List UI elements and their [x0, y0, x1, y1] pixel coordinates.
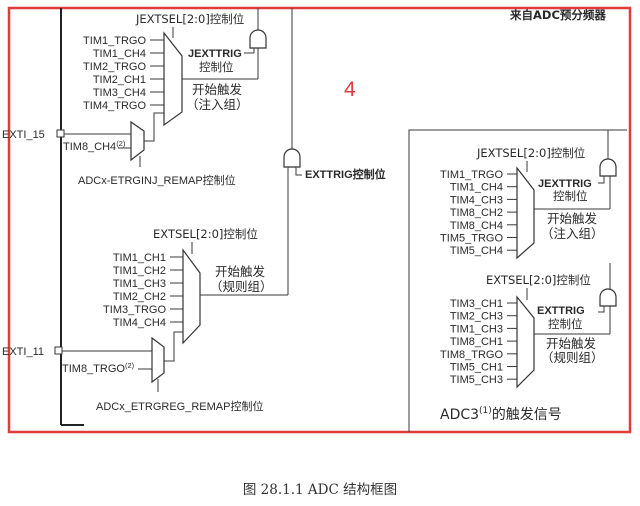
- regular-mux: [182, 248, 201, 345]
- mux-input-label: TIM3_CH1: [450, 298, 503, 310]
- mux-input-label: TIM4_TRGO: [83, 100, 146, 112]
- exti15-label: EXTI_15: [2, 129, 45, 141]
- mux-input-label: TIM8_CH1: [450, 336, 503, 348]
- regular-inputs: TIM1_CH1TIM1_CH2TIM1_CH3TIM2_CH2TIM3_TRG…: [103, 252, 183, 329]
- injected-group-label: （注入组）: [186, 97, 249, 112]
- jextsel-label: JEXTSEL[2:0]控制位: [135, 12, 244, 26]
- regular-start-label: 开始触发: [215, 264, 266, 279]
- prescaler-label: 来自ADC预分频器: [509, 8, 606, 22]
- mux-input-label: TIM2_CH2: [113, 291, 166, 303]
- exttrig-and-gate: [283, 148, 301, 168]
- mux-input-label: TIM4_CH4: [113, 317, 166, 329]
- adc3-exttrig-control-line: [598, 306, 605, 313]
- mux-input-label: TIM1_CH4: [93, 48, 146, 60]
- adc3-injected-group-label: （注入组）: [541, 226, 604, 241]
- mux-input-label: TIM3_TRGO: [103, 304, 166, 316]
- adc3-regular-group-label: （规则组）: [541, 350, 604, 365]
- mux-input-label: TIM2_CH3: [450, 311, 503, 323]
- adc3-jextsel-label: JEXTSEL[2:0]控制位: [476, 146, 585, 160]
- mux-input-label: TIM1_CH3: [450, 323, 503, 335]
- jexttrig-label-cn: 控制位: [199, 60, 234, 74]
- mux-input-label: TIM4_CH3: [450, 194, 503, 206]
- tim8-ch4-label: TIM8_CH4(2): [63, 139, 126, 153]
- adc3-title: ADC3(1)的触发信号: [440, 406, 562, 423]
- injected-start-label: 开始触发: [192, 82, 243, 97]
- mux-input-label: TIM5_CH1: [450, 362, 503, 374]
- adc3-exttrig-label-cn: 控制位: [548, 317, 583, 331]
- figure-caption: 图 28.1.1 ADC 结构框图: [242, 482, 398, 498]
- mux-input-label: TIM8_TRGO: [440, 349, 503, 361]
- injected-remap-output: [144, 112, 164, 142]
- mux-input-label: TIM1_CH3: [113, 278, 166, 290]
- adc3-jexttrig-control-line: [598, 176, 605, 184]
- regular-remap-output: [164, 331, 183, 362]
- exti15-pin: [56, 129, 65, 138]
- exti11-pin: [54, 346, 63, 355]
- mux-input-label: TIM8_CH2: [450, 207, 503, 219]
- adc3-regular-inputs: TIM3_CH1TIM2_CH3TIM1_CH3TIM8_CH1TIM8_TRG…: [440, 298, 517, 386]
- mux-input-label: TIM8_CH4: [450, 220, 503, 232]
- adc3-box: [408, 129, 627, 432]
- mux-input-label: TIM5_CH4: [450, 245, 503, 257]
- mux-input-label: TIM3_CH4: [93, 87, 146, 99]
- jexttrig-and-gate: [249, 29, 267, 49]
- adc3-injected-start-label: 开始触发: [547, 211, 598, 226]
- exti11-label: EXTI_11: [2, 346, 44, 358]
- extsel-label: EXTSEL[2:0]控制位: [153, 227, 258, 241]
- adc3-regular-start-label: 开始触发: [546, 336, 597, 351]
- adc3-injected-inputs: TIM1_TRGOTIM1_CH4TIM4_CH3TIM8_CH2TIM8_CH…: [440, 169, 517, 257]
- jexttrig-label: JEXTTRIG: [188, 48, 242, 60]
- adc3-jexttrig-and-gate: [599, 158, 617, 177]
- mux-input-label: TIM1_CH4: [450, 182, 503, 194]
- mux-input-label: TIM1_CH1: [113, 252, 166, 264]
- regular-remap-label: ADCx_ETRGREG_REMAP控制位: [96, 399, 263, 413]
- regular-remap-mux: [151, 336, 165, 384]
- injected-remap-mux: [130, 120, 145, 162]
- adc3-extsel-label: EXTSEL[2:0]控制位: [486, 273, 591, 287]
- mux-input-label: TIM2_TRGO: [83, 61, 146, 73]
- adc3-regular-mux: [516, 295, 535, 389]
- injected-mux: [163, 31, 183, 127]
- exttrig-label: EXTTRIG控制位: [305, 167, 386, 181]
- regular-group-label: （规则组）: [210, 279, 273, 294]
- adc3-exttrig-label: EXTTRIG: [537, 305, 585, 317]
- adc3-exttrig-and-gate: [599, 288, 617, 307]
- mux-input-label: TIM1_CH2: [113, 265, 166, 277]
- adc3-jexttrig-label-cn: 控制位: [553, 189, 588, 203]
- region-number: 4: [344, 78, 356, 101]
- adc3-injected-mux: [516, 166, 535, 260]
- mux-input-label: TIM5_TRGO: [440, 233, 503, 245]
- mux-input-label: TIM5_CH3: [450, 374, 503, 386]
- mux-input-label: TIM2_CH1: [93, 74, 146, 86]
- tim8-trgo-label: TIM8_TRGO(2): [62, 361, 135, 375]
- mux-input-label: TIM1_TRGO: [83, 35, 146, 47]
- highlight-frame: [7, 6, 632, 434]
- adc3-jexttrig-label: JEXTTRIG: [538, 178, 592, 190]
- injected-remap-label: ADCx-ETRGINJ_REMAP控制位: [78, 173, 236, 187]
- mux-input-label: TIM1_TRGO: [440, 169, 503, 181]
- exttrig-control-line: [295, 167, 302, 176]
- injected-inputs: TIM1_TRGOTIM1_CH4TIM2_TRGOTIM2_CH1TIM3_C…: [83, 35, 164, 112]
